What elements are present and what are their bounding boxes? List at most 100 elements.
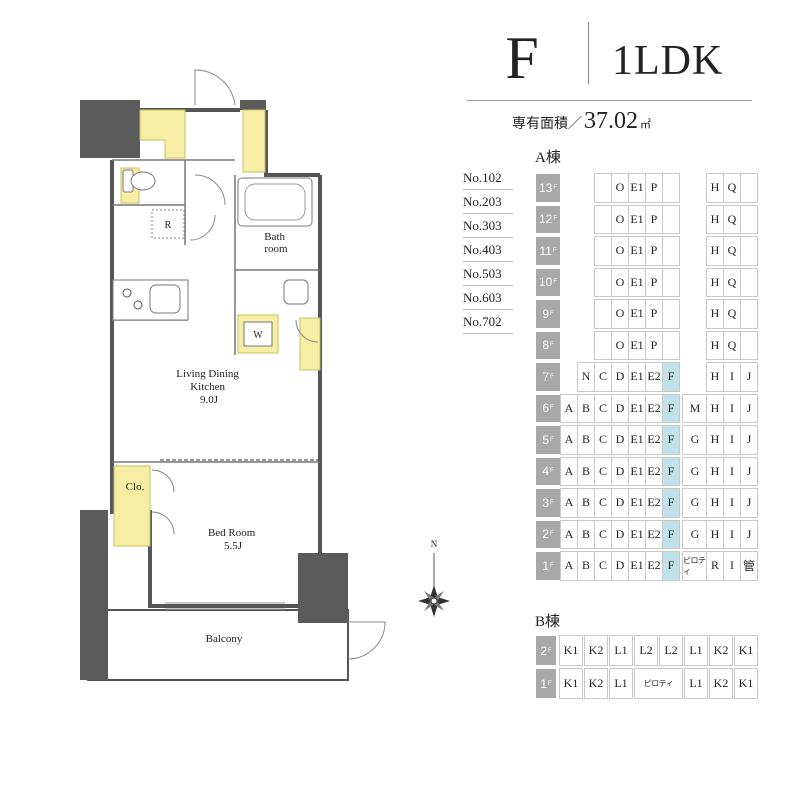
floor-number: 2 xyxy=(542,527,549,542)
floor-suffix: F xyxy=(553,216,558,223)
unit-cell: I xyxy=(723,488,741,518)
tower-a-title: A棟 xyxy=(535,150,561,166)
unit-cell: P xyxy=(645,204,663,234)
empty-cell xyxy=(594,267,612,297)
unit-cell: J xyxy=(740,393,758,423)
svg-text:Bed Room 5.5J: Bed Room 5.5J xyxy=(208,527,258,552)
unit-cell: E2 xyxy=(645,456,663,486)
unit-cell: B xyxy=(577,393,595,423)
unit-number: No.303 xyxy=(463,214,513,238)
unit-cell: I xyxy=(723,393,741,423)
unit-cell: Q xyxy=(723,299,741,329)
ldk-label-line2: Kitchen xyxy=(190,381,225,393)
floor-number: 7 xyxy=(542,369,549,384)
empty-cell xyxy=(662,236,680,266)
empty-cell xyxy=(662,267,680,297)
floor-suffix: F xyxy=(550,468,554,475)
unit-cell: J xyxy=(740,488,758,518)
floor-number: 3 xyxy=(542,495,549,510)
unit-cell: O xyxy=(611,173,629,203)
ldk-label-line3: 9.0J xyxy=(200,394,219,406)
unit-cell: E1 xyxy=(628,204,646,234)
washer-label: W xyxy=(253,330,263,341)
floor-number: 2 xyxy=(540,643,547,658)
floor-number: 12 xyxy=(538,212,553,227)
floor-suffix: F xyxy=(553,279,558,286)
floor-suffix: F xyxy=(553,184,558,191)
empty-cell xyxy=(740,204,758,234)
floor-suffix: F xyxy=(552,247,557,254)
empty-cell xyxy=(594,236,612,266)
empty-cell xyxy=(662,204,680,234)
unit-cell: G xyxy=(682,519,708,549)
unit-cell: N xyxy=(577,362,595,392)
floor-number: 1 xyxy=(540,676,547,691)
unit-cell: C xyxy=(594,362,612,392)
ldk-label-line1: Living Dining xyxy=(176,368,239,380)
floor-suffix: F xyxy=(550,310,554,317)
unit-cell: K1 xyxy=(734,635,758,666)
unit-cell: L1 xyxy=(609,635,633,666)
svg-text:Living Dining Kitchen: Living Dining Kitchen 9.0J xyxy=(176,368,241,406)
unit-cell: H xyxy=(706,267,724,297)
area-value: 37.02 xyxy=(584,108,638,134)
floor-suffix: F xyxy=(550,405,554,412)
floor-number: 4 xyxy=(542,464,549,479)
unit-cell: E1 xyxy=(628,393,646,423)
empty-cell xyxy=(740,267,758,297)
unit-cell: D xyxy=(611,425,629,455)
unit-cell: J xyxy=(740,519,758,549)
header-divider xyxy=(588,22,589,84)
unit-cell: A xyxy=(560,519,578,549)
unit-cell: O xyxy=(611,267,629,297)
unit-cell: G xyxy=(682,456,708,486)
unit-cell: A xyxy=(560,425,578,455)
empty-cell xyxy=(594,204,612,234)
unit-cell: H xyxy=(706,173,724,203)
floor-number: 11 xyxy=(539,243,552,258)
unit-cell: B xyxy=(577,551,595,581)
unit-cell: O xyxy=(611,204,629,234)
svg-text:Bath room: Bath room xyxy=(264,231,288,255)
unit-cell: E1 xyxy=(628,299,646,329)
type-letter: F xyxy=(505,25,539,91)
unit-cell: L2 xyxy=(659,635,683,666)
unit-cell: D xyxy=(611,551,629,581)
unit-cell: ピロティ xyxy=(682,551,708,581)
unit-cell: F xyxy=(662,393,680,423)
refrigerator-label: R xyxy=(165,220,172,231)
structural-walls xyxy=(80,100,348,680)
unit-cell: E1 xyxy=(628,425,646,455)
empty-cell xyxy=(740,299,758,329)
unit-cell: Q xyxy=(723,236,741,266)
unit-cell: P xyxy=(645,173,663,203)
unit-cell: H xyxy=(706,236,724,266)
unit-cell: I xyxy=(723,456,741,486)
unit-cell: E1 xyxy=(628,456,646,486)
unit-cell: I xyxy=(723,425,741,455)
unit-cell: P xyxy=(645,267,663,297)
unit-cell: Q xyxy=(723,204,741,234)
unit-cell: B xyxy=(577,519,595,549)
unit-cell: L1 xyxy=(684,668,708,699)
unit-cell: P xyxy=(645,236,663,266)
unit-cell: F xyxy=(662,519,680,549)
unit-cell: F xyxy=(662,456,680,486)
unit-cell: E2 xyxy=(645,551,663,581)
unit-cell: J xyxy=(740,425,758,455)
closet-doors xyxy=(151,469,175,535)
unit-cell: Q xyxy=(723,173,741,203)
washroom-fixtures xyxy=(237,279,309,354)
unit-cell: E1 xyxy=(628,551,646,581)
